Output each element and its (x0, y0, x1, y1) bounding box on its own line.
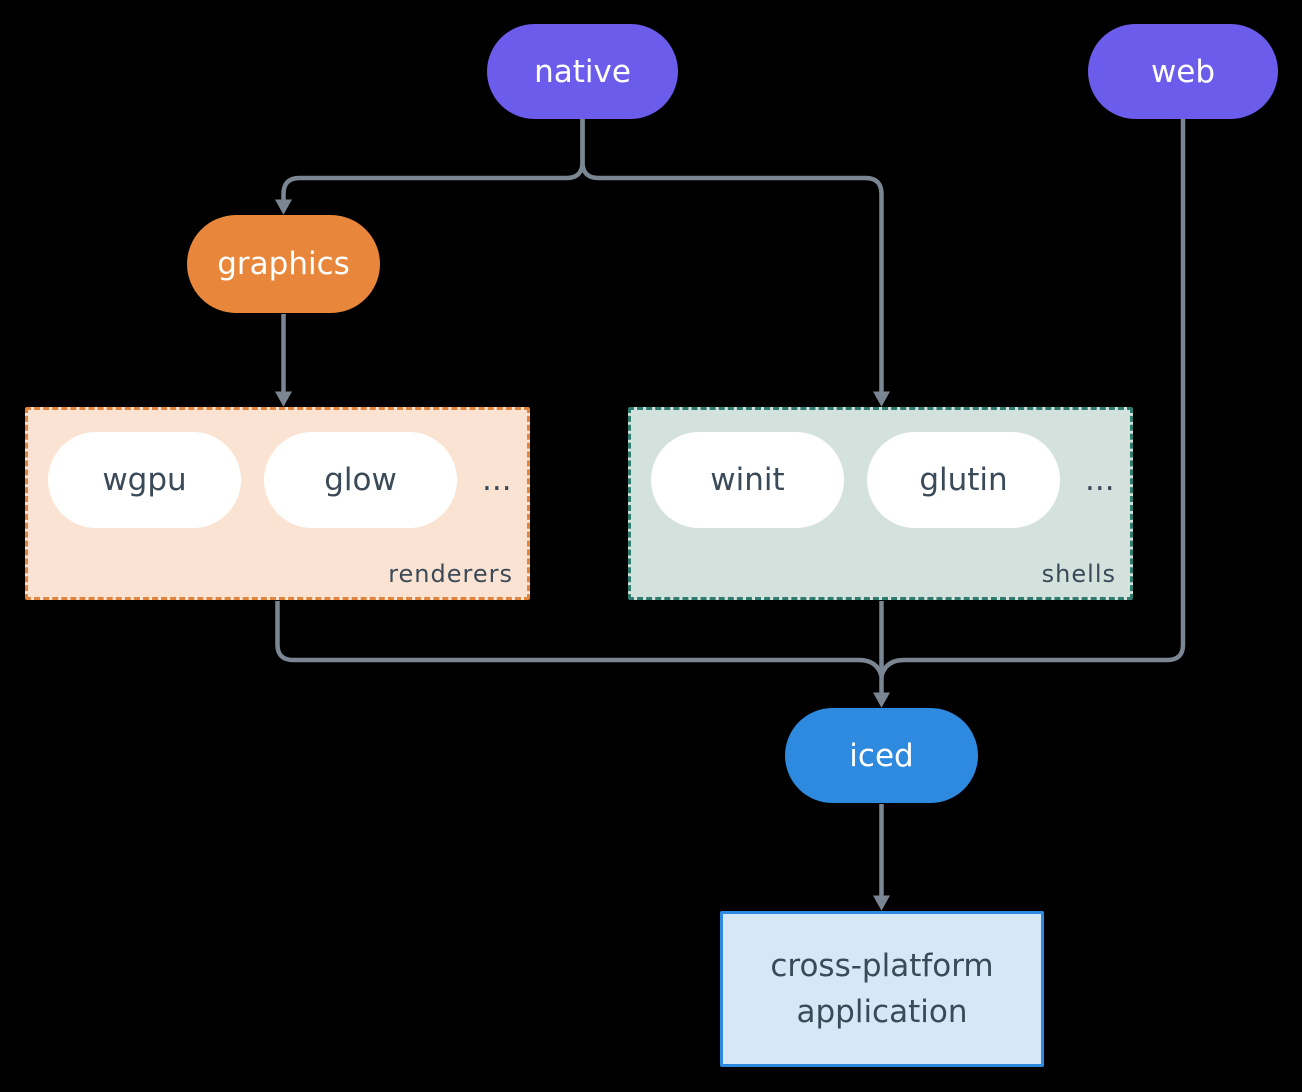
renderers-ellipsis: ... (482, 462, 512, 498)
edge-renderers-to-junction (275, 601, 884, 677)
node-glutin: glutin (867, 432, 1060, 528)
group-renderers: wgpu glow ... renderers (25, 407, 530, 600)
node-cross-platform-application-label: cross-platform application (770, 947, 994, 1031)
edge-native-to-graphics (274, 119, 585, 215)
node-cross-platform-application: cross-platform application (720, 911, 1044, 1067)
node-graphics-label: graphics (217, 246, 350, 282)
edge-web-to-junction (879, 119, 1186, 677)
node-wgpu: wgpu (48, 432, 241, 528)
node-iced: iced (785, 708, 978, 803)
group-shells: winit glutin ... shells (628, 407, 1133, 600)
shells-ellipsis: ... (1085, 462, 1115, 498)
node-web: web (1088, 24, 1278, 119)
node-glow-label: glow (324, 462, 397, 498)
group-shells-label: shells (1041, 560, 1116, 588)
node-winit-label: winit (710, 462, 785, 498)
node-glutin-label: glutin (919, 462, 1008, 498)
node-glow: glow (264, 432, 457, 528)
group-renderers-row: wgpu glow ... (48, 432, 512, 528)
node-wgpu-label: wgpu (102, 462, 187, 498)
group-renderers-label: renderers (388, 560, 513, 588)
node-iced-label: iced (849, 737, 914, 774)
node-native: native (487, 24, 678, 119)
node-winit: winit (651, 432, 844, 528)
node-web-label: web (1150, 53, 1216, 90)
group-shells-row: winit glutin ... (651, 432, 1115, 528)
node-graphics: graphics (187, 215, 380, 313)
edge-native-to-shells (580, 119, 891, 407)
node-native-label: native (534, 53, 631, 90)
